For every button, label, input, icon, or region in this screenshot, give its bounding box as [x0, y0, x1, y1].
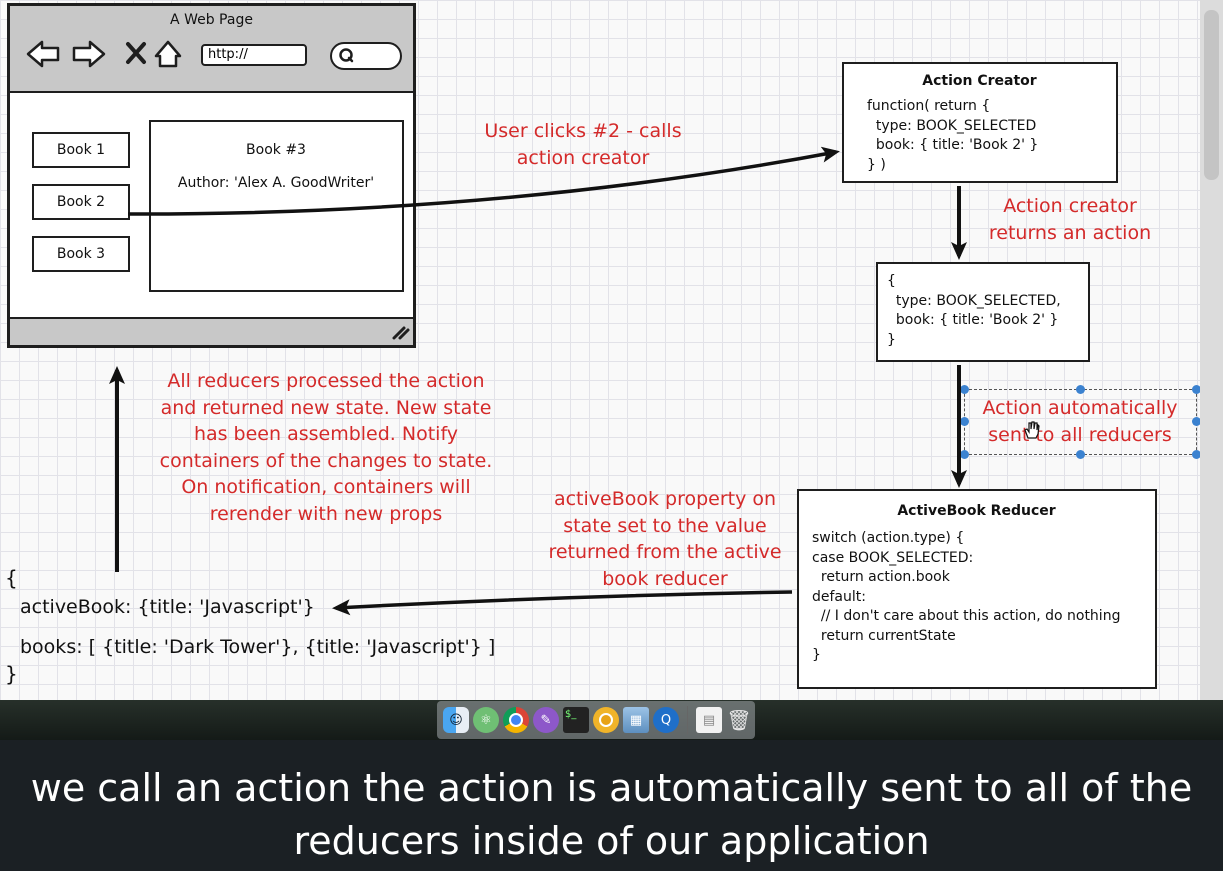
vertical-scrollbar[interactable]	[1200, 0, 1223, 700]
diagram-canvas: A Web Page http:// Book 1 Bo	[0, 0, 1200, 700]
preview-icon[interactable]: ▦	[623, 707, 649, 733]
resize-handle-icon[interactable]	[388, 322, 412, 342]
state-active-book: activeBook: {title: 'Javascript'}	[20, 596, 315, 618]
reducer-title: ActiveBook Reducer	[897, 503, 1056, 519]
book-2-button[interactable]: Book 2	[32, 184, 130, 220]
active-book-reducer-box: ActiveBook Reducer switch (action.type) …	[797, 489, 1157, 689]
action-creator-title: Action Creator	[922, 73, 1037, 89]
browser-statusbar	[10, 317, 413, 345]
selection-handle[interactable]	[1192, 417, 1200, 426]
home-icon	[154, 40, 182, 68]
browser-title: A Web Page	[170, 12, 253, 28]
forward-arrow-icon	[72, 40, 106, 68]
selection-handle[interactable]	[960, 417, 969, 426]
book-3-button[interactable]: Book 3	[32, 236, 130, 272]
caption-line-1: we call an action the action is automati…	[30, 766, 1193, 810]
chrome-icon[interactable]	[503, 707, 529, 733]
selected-note-frame[interactable]: Action automatically sent to all reducer…	[964, 389, 1197, 455]
action-object-code: { type: BOOK_SELECTED, book: { title: 'B…	[887, 273, 1061, 348]
scrollbar-thumb[interactable]	[1204, 10, 1219, 180]
search-icon	[339, 48, 354, 63]
note-creator-returns: Action creator returns an action	[988, 195, 1152, 244]
note-user-clicks: User clicks #2 - calls action creator	[484, 120, 682, 169]
selection-handle[interactable]	[1076, 385, 1085, 394]
note-auto-sent: Action automatically sent to all reducer…	[982, 397, 1178, 446]
arrows-layer	[109, 146, 967, 616]
back-arrow-icon	[26, 40, 60, 68]
note-active-book-set: activeBook property on state set to the …	[548, 488, 782, 590]
arrow-book2-to-creator	[127, 146, 840, 216]
quicktime-icon[interactable]: Q	[653, 707, 679, 733]
state-close-brace: }	[5, 662, 18, 686]
reducer-code: switch (action.type) { case BOOK_SELECTE…	[812, 530, 1121, 663]
action-creator-box: Action Creator function( return { type: …	[842, 62, 1118, 183]
macos-dock: ☺ ⚛ ✎ $_ ▦ Q ▤ 🗑	[437, 701, 755, 739]
hand-cursor-icon	[1024, 421, 1040, 439]
book-1-button[interactable]: Book 1	[32, 132, 130, 168]
subtitle-caption: we call an action the action is automati…	[0, 740, 1223, 871]
trash-icon[interactable]: 🗑	[726, 708, 752, 732]
chrome-canary-icon[interactable]	[593, 707, 619, 733]
pencil-app-icon[interactable]: ✎	[533, 707, 559, 733]
atom-icon[interactable]: ⚛	[473, 707, 499, 733]
selection-handle[interactable]	[1192, 385, 1200, 394]
url-text: http://	[208, 47, 248, 62]
caption-line-2: reducers inside of our application	[293, 819, 930, 863]
search-field[interactable]	[330, 42, 402, 70]
book-detail-author: Author: 'Alex A. GoodWriter'	[177, 175, 375, 191]
state-open-brace: {	[5, 566, 18, 590]
close-icon	[126, 42, 146, 64]
action-creator-code: function( return { type: BOOK_SELECTED b…	[867, 98, 1039, 173]
browser-toolbar: A Web Page http://	[10, 6, 413, 93]
selection-handle[interactable]	[1192, 450, 1200, 459]
state-books: books: [ {title: 'Dark Tower'}, {title: …	[20, 636, 496, 658]
book-detail-title: Book #3	[246, 142, 306, 158]
finder-icon[interactable]: ☺	[443, 707, 469, 733]
note-reducers-processed: All reducers processed the action and re…	[159, 370, 493, 525]
action-object-box: { type: BOOK_SELECTED, book: { title: 'B…	[876, 262, 1090, 362]
terminal-icon[interactable]: $_	[563, 707, 589, 733]
arrow-reducer-to-state	[332, 590, 793, 616]
documents-icon[interactable]: ▤	[696, 707, 722, 733]
selection-handle[interactable]	[1076, 450, 1085, 459]
nav-icons	[26, 40, 182, 68]
dock-separator	[687, 706, 688, 734]
selection-handle[interactable]	[960, 385, 969, 394]
selection-handle[interactable]	[960, 450, 969, 459]
url-field[interactable]: http://	[201, 44, 307, 66]
book-detail-panel: Book #3 Author: 'Alex A. GoodWriter'	[149, 120, 404, 292]
